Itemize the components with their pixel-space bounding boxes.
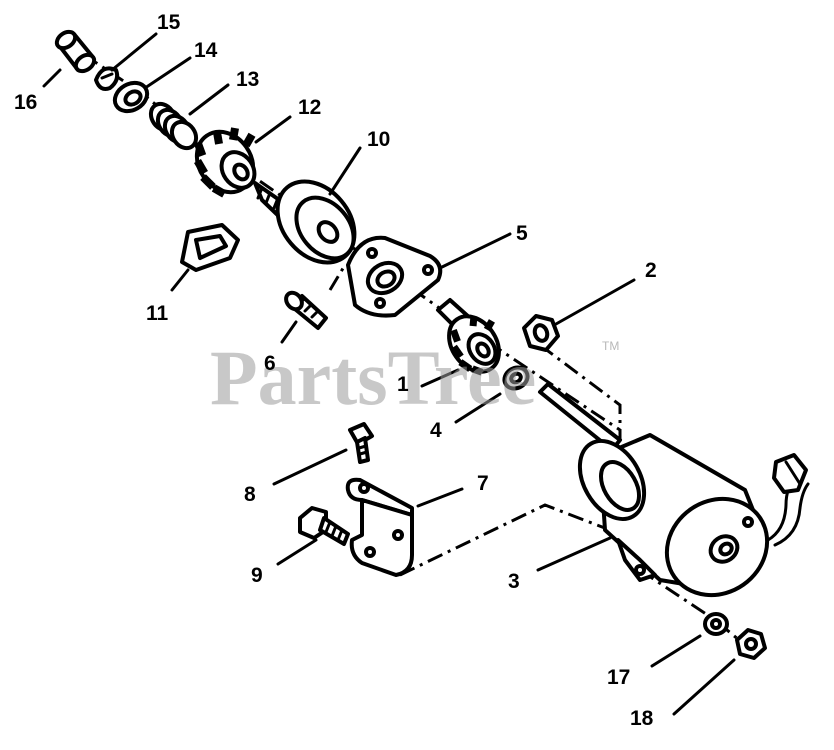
part-5-mounting-plate[interactable] xyxy=(346,235,443,318)
part-4-washer[interactable] xyxy=(501,363,532,392)
part-6-screw[interactable] xyxy=(283,290,328,330)
part-18-nut[interactable] xyxy=(735,628,767,660)
callout-2[interactable]: 2 xyxy=(645,259,657,282)
callout-15[interactable]: 15 xyxy=(157,11,181,34)
part-17-washer[interactable] xyxy=(703,612,729,636)
callout-18[interactable]: 18 xyxy=(630,707,654,730)
callout-1[interactable]: 1 xyxy=(397,373,409,396)
part-15-clip[interactable] xyxy=(94,66,120,91)
part-8-bolt[interactable] xyxy=(348,422,374,464)
watermark-trademark: TM xyxy=(602,339,619,353)
callout-9[interactable]: 9 xyxy=(251,564,263,587)
callout-13[interactable]: 13 xyxy=(236,68,259,91)
callout-5[interactable]: 5 xyxy=(516,222,528,245)
part-16-sleeve[interactable] xyxy=(54,29,97,75)
part-1-drive-gear[interactable] xyxy=(436,298,509,381)
callout-3[interactable]: 3 xyxy=(508,570,520,593)
watermark-text: PartsTree xyxy=(210,334,536,421)
callout-7[interactable]: 7 xyxy=(477,472,489,495)
callout-14[interactable]: 14 xyxy=(194,39,218,62)
callout-12[interactable]: 12 xyxy=(298,96,321,119)
callout-10[interactable]: 10 xyxy=(367,128,390,151)
part-12-pinion-gear[interactable] xyxy=(185,121,264,203)
callout-11[interactable]: 11 xyxy=(146,302,169,325)
part-10-drive-shaft-flange[interactable] xyxy=(253,166,370,277)
part-14-retainer[interactable] xyxy=(110,77,152,117)
part-11-clip-bracket[interactable] xyxy=(180,223,240,272)
callout-6[interactable]: 6 xyxy=(264,352,276,375)
part-2-nut[interactable] xyxy=(522,314,560,352)
callout-labels: 1 2 3 4 5 6 7 8 9 10 11 12 13 14 15 16 1… xyxy=(14,11,657,730)
callout-leaders xyxy=(42,32,736,716)
part-7-l-bracket[interactable] xyxy=(345,477,414,577)
callout-16[interactable]: 16 xyxy=(14,91,37,114)
callout-8[interactable]: 8 xyxy=(244,483,256,506)
part-13-spring[interactable] xyxy=(146,99,201,153)
callout-17[interactable]: 17 xyxy=(607,666,630,689)
callout-4[interactable]: 4 xyxy=(430,419,442,442)
watermark: PartsTree TM xyxy=(210,334,619,421)
part-9-hex-bolt[interactable] xyxy=(298,506,350,546)
part-3-starter-motor[interactable] xyxy=(538,382,810,615)
